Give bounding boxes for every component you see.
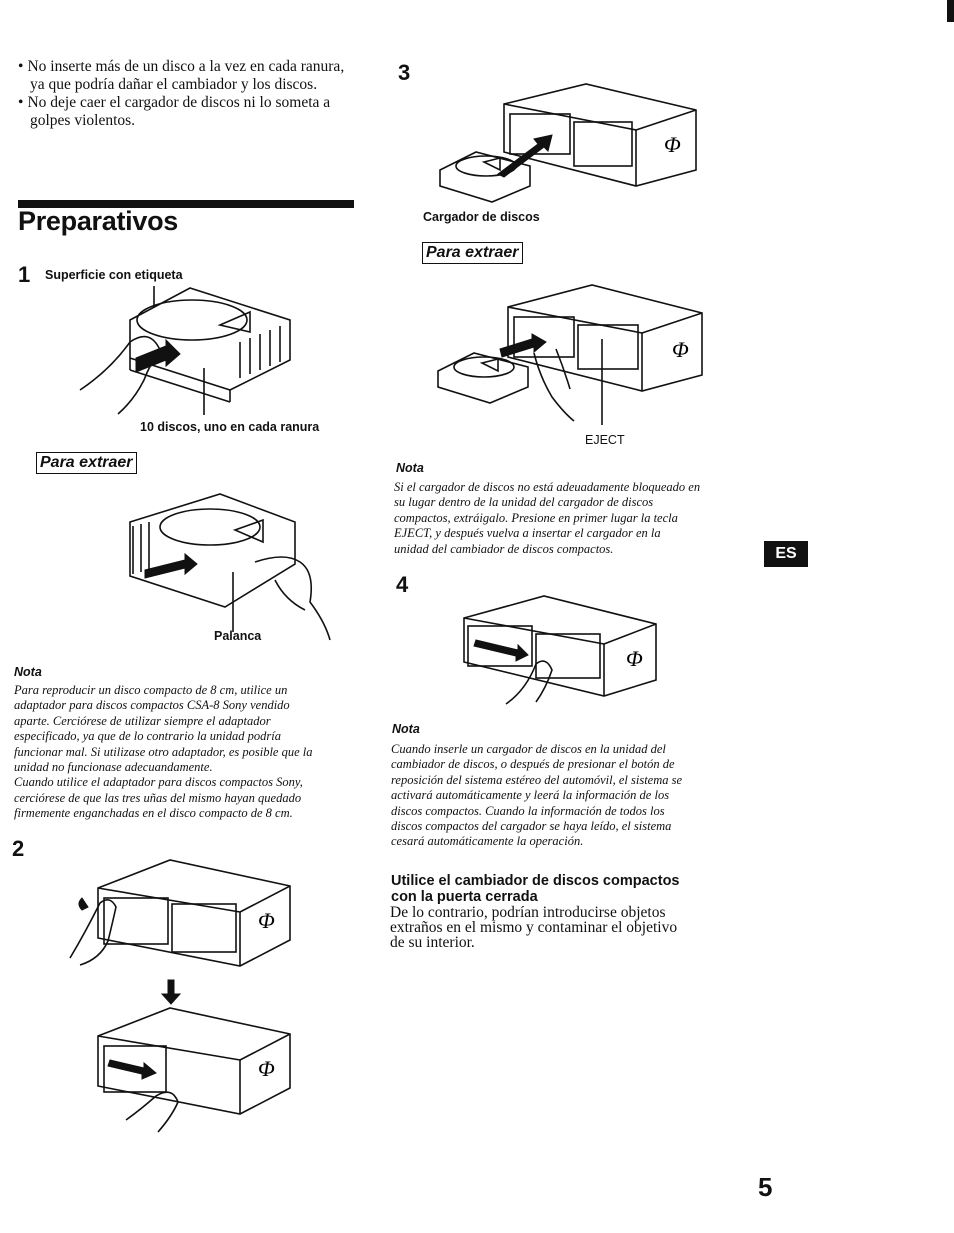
sony-logo-mark: Φ (258, 908, 275, 933)
note-line: Si el cargador de discos no está adeuada… (394, 480, 701, 494)
note-line: unidad del cambiador de discos compactos… (394, 541, 614, 556)
step-number: 4 (396, 572, 409, 597)
note-line: reposición del sistema estéreo del autom… (391, 772, 683, 787)
sony-logo-mark: Φ (626, 646, 643, 671)
section-body-line: de su interior. (390, 933, 475, 951)
para-extraer-heading: Para extraer (422, 242, 523, 264)
note-line: EJECT, y después vuelva a insertar el ca… (394, 526, 661, 541)
magazine-loading-illustration (79, 286, 291, 415)
note-line: cesará automáticamente la operación. (391, 834, 584, 849)
note-line: discos compactos del cargador se haya le… (391, 819, 672, 834)
note-line: su lugar dentro de la unidad del cargado… (394, 495, 654, 510)
page-number: 5 (758, 1172, 773, 1202)
note-line: cambiador de discos, o después de presio… (391, 757, 675, 772)
page-edge-marker (947, 0, 954, 22)
note-line: unidad no funcionase adecuandamente. (14, 760, 213, 775)
note-text: Cuando inserle un cargador de discos en … (391, 742, 731, 850)
eject-label: EJECT (585, 433, 625, 447)
magazine-loaded-illustration: Φ (463, 595, 657, 705)
section-body-line: De lo contrario, podrían introducirse ob… (390, 904, 666, 921)
note-text: Si el cargador de discos no está adeuada… (394, 480, 734, 557)
note-line: aparte. Cerciórese de utilizar siempre e… (14, 713, 271, 728)
para-extraer-heading: Para extraer (36, 452, 137, 474)
step-number: 3 (398, 60, 411, 85)
note-line: discos compactos. Cuando la información … (391, 803, 665, 818)
note-line: funcionar mal. Si utilizase otro adaptad… (14, 744, 313, 759)
note-line: Cuando inserle un cargador de discos en … (391, 742, 666, 756)
note-heading: Nota (396, 461, 424, 475)
section-heading-line: Utilice el cambiador de discos compactos (391, 873, 680, 889)
note-heading: Nota (14, 665, 42, 679)
sony-logo-mark: Φ (672, 337, 689, 362)
sony-logo-mark: Φ (258, 1056, 275, 1081)
note-line: Para reproducir un disco compacto de 8 c… (14, 683, 288, 697)
language-tab: ES (764, 541, 808, 567)
eject-illustration: Φ (437, 284, 703, 425)
section-heading: Utilice el cambiador de discos compactos… (391, 873, 680, 905)
step-number: 1 (18, 262, 31, 287)
magazine-removal-illustration (129, 493, 331, 641)
section-heading-line: con la puerta cerrada (391, 889, 538, 905)
note-line: adaptador para discos compactos CSA-8 So… (14, 698, 290, 713)
illustration-label: Superficie con etiqueta (45, 268, 183, 282)
warning-bullets: No inserte más de un disco a la vez en c… (18, 58, 348, 130)
note-line: especificado, ya que de lo contrario la … (14, 729, 281, 744)
section-body-line: extraños en el mismo y contaminar el obj… (390, 918, 678, 936)
illustration-label: Palanca (214, 629, 262, 643)
bullet-item: No inserte más de un disco a la vez en c… (18, 58, 348, 94)
note-text: Para reproducir un disco compacto de 8 c… (14, 683, 354, 822)
step-number: 2 (12, 836, 25, 861)
note-line: firmemente enganchadas en el disco compa… (14, 806, 293, 821)
section-body: De lo contrario, podrían introducirse ob… (390, 904, 730, 951)
illustration-label: 10 discos, uno en cada ranura (140, 420, 320, 434)
door-open-illustration: Φ Φ (69, 859, 291, 1133)
note-line: Cuando utilice el adaptador para discos … (14, 775, 303, 790)
note-heading: Nota (392, 722, 420, 736)
magazine-insert-illustration: Φ (439, 83, 697, 203)
note-line: activará automáticamente y leerá la info… (391, 788, 670, 803)
illustration-label: Cargador de discos (423, 210, 540, 224)
section-rule (18, 200, 354, 208)
note-line: compactos, extráigalo. Presione en prime… (394, 510, 678, 525)
page-title: Preparativos (18, 206, 178, 236)
bullet-item: No deje caer el cargador de discos ni lo… (18, 94, 348, 130)
note-line: cerciórese de que las tres uñas del mism… (14, 790, 302, 805)
sony-logo-mark: Φ (664, 132, 681, 157)
